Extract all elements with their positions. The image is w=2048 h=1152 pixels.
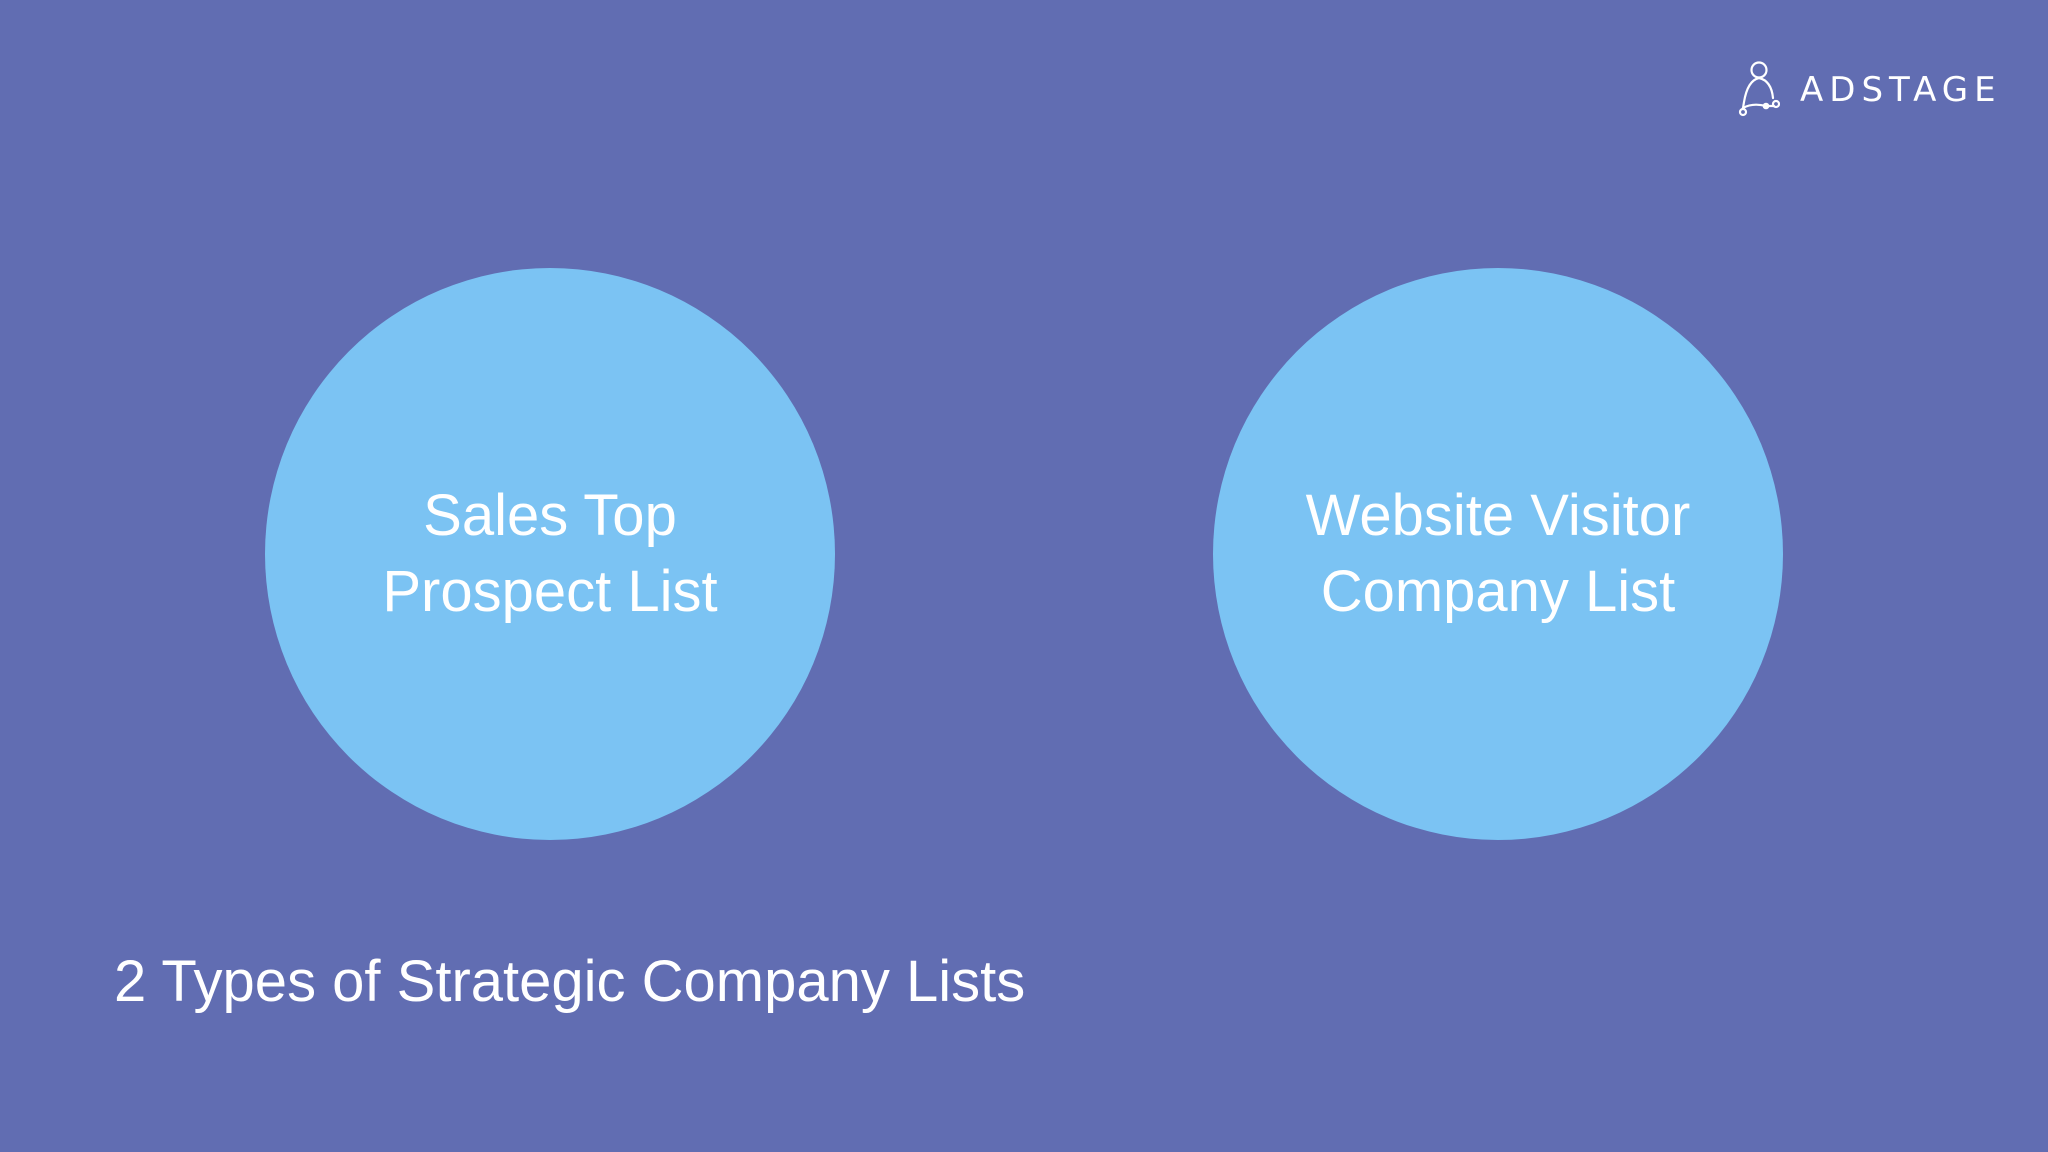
adstage-logo: ADSTAGE <box>1738 60 2002 120</box>
person-network-icon <box>1738 61 1780 117</box>
circle-label: Sales Top Prospect List <box>382 478 717 630</box>
circle-label-line: Company List <box>1320 559 1676 624</box>
website-visitor-circle: Website Visitor Company List <box>1213 268 1783 840</box>
circle-label-line: Prospect List <box>382 559 718 624</box>
circle-label-line: Website Visitor <box>1305 483 1691 548</box>
circle-label-line: Sales Top <box>423 483 677 548</box>
circle-label: Website Visitor Company List <box>1306 478 1691 630</box>
sales-top-prospect-circle: Sales Top Prospect List <box>265 268 835 840</box>
slide-title: 2 Types of Strategic Company Lists <box>114 949 1026 1014</box>
logo-text: ADSTAGE <box>1800 70 2002 110</box>
